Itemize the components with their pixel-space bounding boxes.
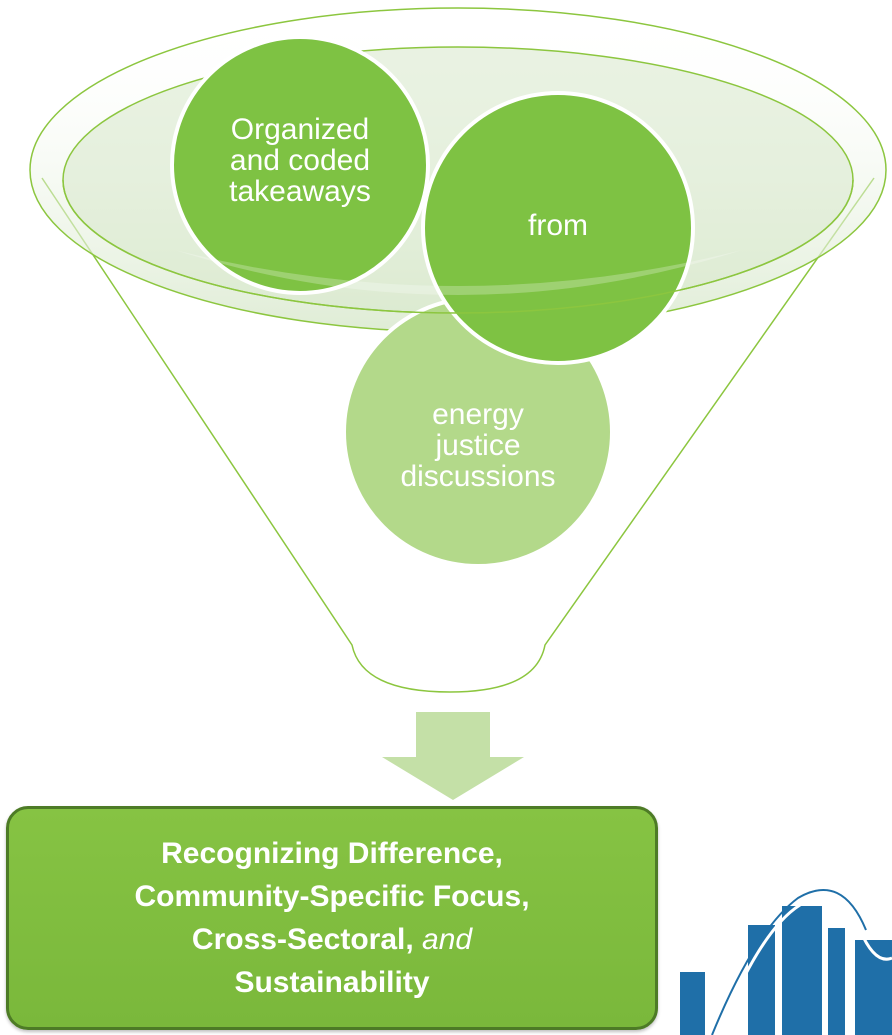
circle-label-line: justice bbox=[435, 428, 521, 462]
circle-label-line: energy bbox=[432, 397, 524, 431]
result-box: Recognizing Difference, Community-Specif… bbox=[6, 806, 658, 1030]
result-line-bold: Cross-Sectoral, bbox=[191, 923, 414, 956]
funnel-rim-front-edge bbox=[62, 179, 854, 314]
circle-organized-takeaways bbox=[170, 35, 430, 295]
result-line: Community-Specific Focus, bbox=[134, 880, 530, 913]
circle-label-line: from bbox=[528, 208, 588, 242]
circle-energy-justice-label: energy justice discussions bbox=[370, 390, 586, 500]
logo-graphic bbox=[680, 889, 892, 1035]
circle-label-line: takeaways bbox=[229, 174, 371, 208]
down-arrow bbox=[382, 712, 524, 800]
result-line: Cross-Sectoral, and bbox=[134, 918, 529, 961]
circle-label-line: discussions bbox=[400, 459, 556, 493]
funnel-rim-front-shade bbox=[175, 250, 742, 295]
circle-organized-takeaways-label: Organized and coded takeaways bbox=[200, 105, 400, 215]
result-line-italic: and bbox=[422, 923, 473, 956]
circle-from-label: from bbox=[470, 205, 646, 245]
result-line: Sustainability bbox=[234, 966, 430, 999]
circle-label-line: and coded bbox=[229, 143, 371, 177]
result-line: Recognizing Difference, bbox=[161, 837, 503, 870]
funnel-body bbox=[41, 177, 875, 693]
circle-from bbox=[421, 91, 695, 365]
circle-label-line: Organized bbox=[230, 112, 370, 146]
